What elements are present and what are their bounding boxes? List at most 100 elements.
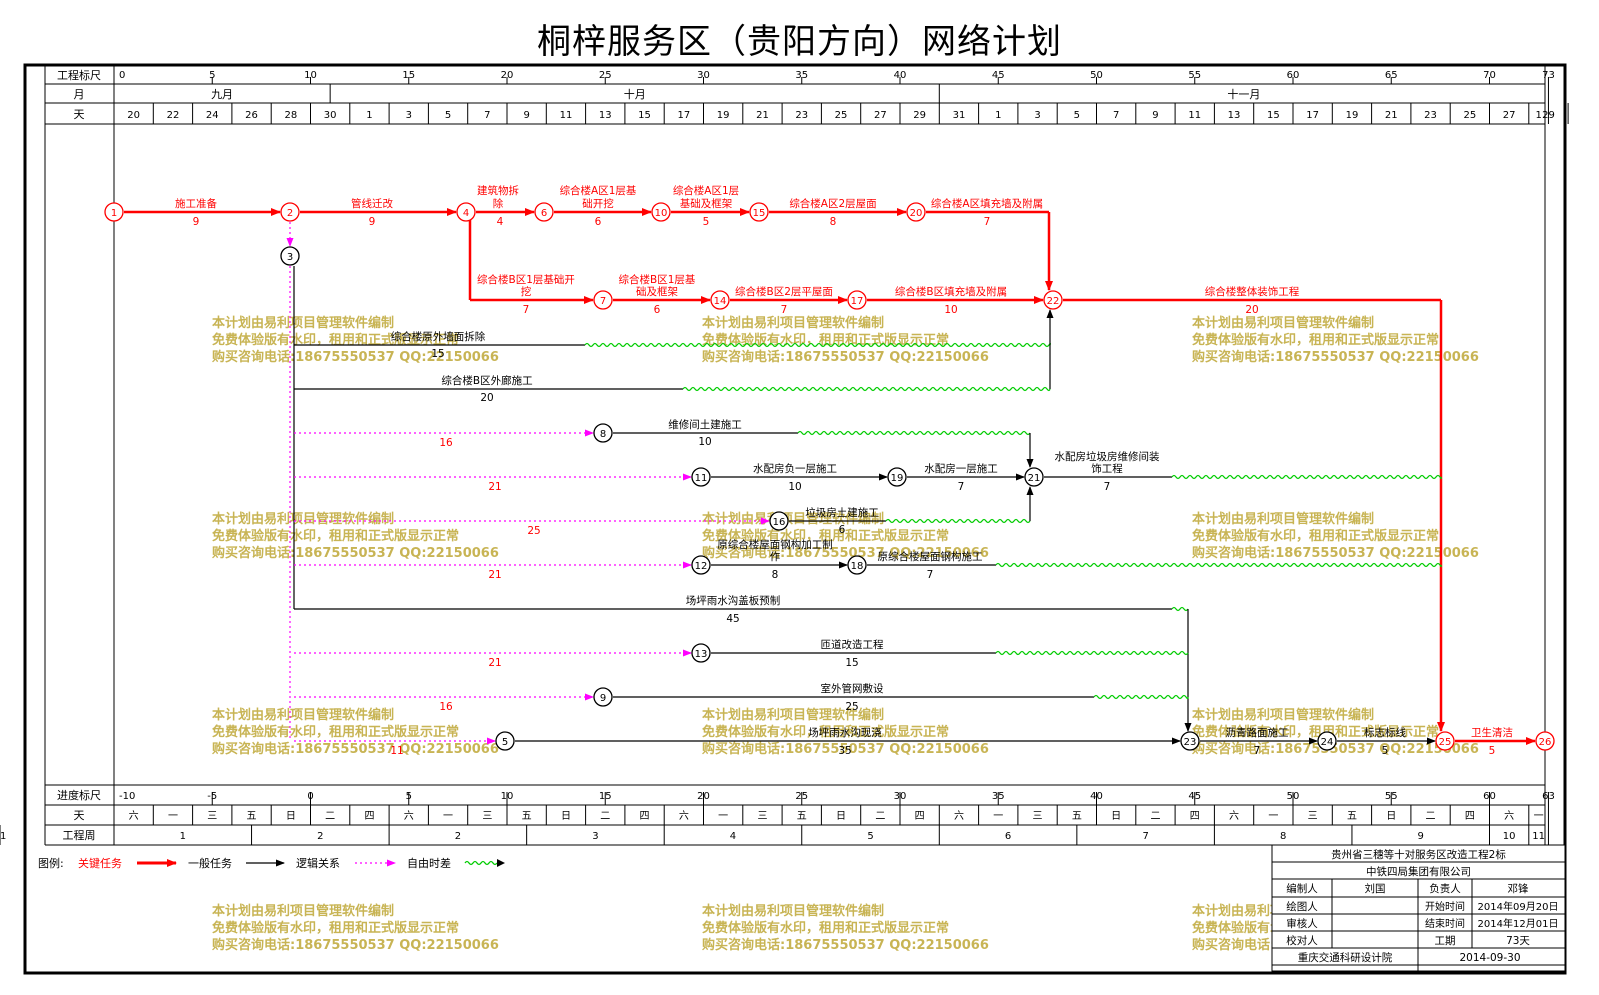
watermark-text: 本计划由易利项目管理软件编制 xyxy=(1192,707,1374,723)
node-number: 15 xyxy=(753,208,766,219)
day-cell: 13 xyxy=(599,110,612,121)
node-number: 22 xyxy=(1047,296,1060,307)
weekday-cell: 二 xyxy=(600,811,610,822)
progress-tick-label: 45 xyxy=(1188,791,1201,802)
month-label-cell: 十一月 xyxy=(1227,87,1260,101)
node-circle xyxy=(1180,731,1200,751)
week-cell: 7 xyxy=(1142,831,1148,842)
node-number: 1 xyxy=(111,208,117,219)
day-cell: 17 xyxy=(677,110,690,121)
weekday-cell: 六 xyxy=(1229,810,1239,822)
day-cell: 7 xyxy=(484,110,490,121)
day-cell: 1 xyxy=(366,110,372,121)
task-duration: 7 xyxy=(1254,745,1261,757)
task-duration: 35 xyxy=(838,745,851,757)
weekday-cell: 六 xyxy=(954,810,964,822)
watermark-text: 免费体验版有水印，租用和正式版显示正常 xyxy=(212,528,459,544)
watermark-text: 免费体验版有水印，租用和正式版显示正常 xyxy=(702,528,949,544)
task-duration: 5 xyxy=(1489,745,1496,757)
task-label: 垃圾房土建施工 xyxy=(805,506,879,519)
watermark-text: 免费体验版有水印，租用和正式版显示正常 xyxy=(1192,528,1439,544)
day-cell: 23 xyxy=(1424,110,1437,121)
task-label: 水配房负一层施工 xyxy=(753,462,837,475)
top-ruler-tick-label: 35 xyxy=(795,70,808,81)
progress-tick-label: 0 xyxy=(307,791,313,802)
free-float-wave xyxy=(995,650,1189,656)
task-duration: 15 xyxy=(431,348,444,360)
free-float-wave xyxy=(797,430,1031,436)
task-duration: 7 xyxy=(781,304,788,316)
outer-frame xyxy=(23,63,1567,975)
free-float-value: 16 xyxy=(439,701,453,713)
node-number: 11 xyxy=(695,473,708,484)
free-float-wave xyxy=(1171,606,1189,612)
watermark-text: 免费体验版有水印，租用和正式版显示正常 xyxy=(1192,724,1439,740)
week-cell: 1 xyxy=(180,831,186,842)
info-project: 贵州省三穗等十对服务区改造工程2标 xyxy=(1331,848,1506,861)
node-circle xyxy=(1043,290,1063,310)
watermark-text: 本计划由易利项目管理软件编制 xyxy=(1192,511,1374,527)
task-duration: 8 xyxy=(830,216,837,228)
free-float-value: 11 xyxy=(390,745,403,757)
week-cell: 10 xyxy=(1503,831,1516,842)
day-cell: 30 xyxy=(324,110,337,121)
progress-tick-label: 5 xyxy=(406,791,412,802)
node-circle xyxy=(534,202,554,222)
node-circle xyxy=(749,202,769,222)
info-duration-label: 工期 xyxy=(1435,935,1456,947)
node-circle xyxy=(280,246,300,266)
weekday-cell: 六 xyxy=(1504,810,1514,822)
info-drawer-label: 绘图人 xyxy=(1286,900,1318,913)
weekday-cell: 日 xyxy=(561,811,571,822)
info-editor-label: 编制人 xyxy=(1286,882,1318,895)
day-cell: 1 xyxy=(1535,110,1541,121)
task-label: 原综合楼屋面钢构施工 xyxy=(878,550,983,563)
info-duration: 73天 xyxy=(1506,935,1530,947)
top-ruler-tick-label: 10 xyxy=(304,70,317,81)
legend-float-arrowhead xyxy=(497,859,505,867)
node-number: 17 xyxy=(851,296,864,307)
day-cell: 1 xyxy=(995,110,1001,121)
day-cell: 19 xyxy=(1346,110,1359,121)
page-title: 桐梓服务区（贵阳方向）网络计划 xyxy=(537,22,1062,62)
free-float-value: 25 xyxy=(527,525,540,537)
watermark-text: 购买咨询电话:18675550537 QQ:22150066 xyxy=(212,937,499,953)
info-owner: 邓锋 xyxy=(1508,882,1530,895)
weekday-cell: 一 xyxy=(168,811,178,822)
free-float-wave xyxy=(584,342,1051,348)
day-cell: 15 xyxy=(638,110,651,121)
task-label: 管线迁改 xyxy=(351,197,393,210)
weekday-cell: 日 xyxy=(1386,811,1396,822)
day-cell: 13 xyxy=(1228,110,1241,121)
weekday-cell: 二 xyxy=(1150,811,1160,822)
info-checker-label: 校对人 xyxy=(1286,934,1318,947)
node-number: 8 xyxy=(600,429,606,440)
day-cell: 15 xyxy=(1267,110,1280,121)
day-cell: 9 xyxy=(523,110,529,121)
day-cell: 24 xyxy=(206,110,219,121)
node-circle xyxy=(651,202,671,222)
weekday-cell: 四 xyxy=(364,811,374,822)
watermark-text: 购买咨询电话:18675550537 QQ:22150066 xyxy=(702,937,989,953)
info-start-label: 开始时间 xyxy=(1425,900,1465,913)
week-cell: 11 xyxy=(1532,831,1545,842)
day-cell: 29 xyxy=(913,110,926,121)
day-cell: 3 xyxy=(406,110,412,121)
task-duration: 25 xyxy=(845,701,858,713)
task-label: 施工准备 xyxy=(175,197,217,210)
task-label: 综合楼A区1层基 xyxy=(560,184,637,197)
week-cell: 4 xyxy=(730,831,736,842)
weekday-cell: 三 xyxy=(1033,811,1043,822)
watermark-text: 本计划由易利项目管理软件编制 xyxy=(212,903,394,919)
day-cell: 26 xyxy=(245,110,258,121)
weekday-cell: 五 xyxy=(247,811,257,822)
watermark-text: 免费体验版有水印，租用和正式版显示正常 xyxy=(212,332,459,348)
free-float-value: 21 xyxy=(488,657,501,669)
day-cell: 21 xyxy=(756,110,769,121)
weekday-cell: 一 xyxy=(993,811,1003,822)
task-duration: 15 xyxy=(845,657,858,669)
day-cell: 28 xyxy=(284,110,297,121)
task-duration: 10 xyxy=(698,436,711,448)
task-label: 综合楼A区2层屋面 xyxy=(789,197,876,210)
day-cell: 25 xyxy=(1463,110,1476,121)
